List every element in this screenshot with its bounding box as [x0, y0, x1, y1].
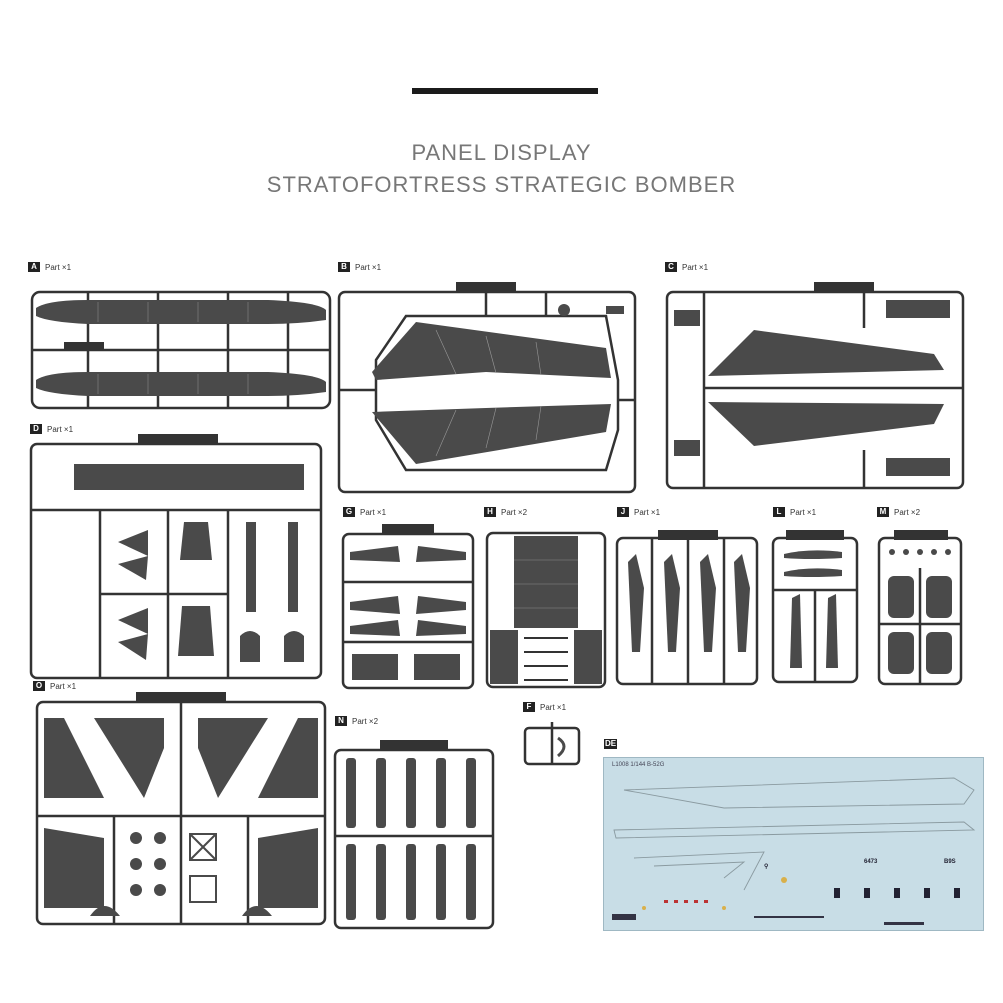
- panel-letter: B: [338, 262, 350, 272]
- panel-letter: C: [665, 262, 677, 272]
- sprue-h: [485, 531, 607, 689]
- svg-text:⚲: ⚲: [764, 863, 768, 870]
- panel-part-count: Part ×1: [45, 262, 72, 272]
- panel-part-count: Part ×1: [50, 681, 77, 691]
- panel-part-count: Part ×1: [682, 262, 709, 272]
- sprue-n: [333, 740, 495, 930]
- panel-label-m: M Part ×2: [877, 507, 920, 517]
- bomber-subtitle: STRATOFORTRESS STRATEGIC BOMBER: [266, 172, 737, 197]
- panel-letter: M: [877, 507, 889, 517]
- svg-text:B9S: B9S: [944, 859, 956, 865]
- panel-label-a: A Part ×1: [28, 262, 71, 272]
- panel-label-b: B Part ×1: [338, 262, 381, 272]
- panel-part: [514, 536, 578, 628]
- panel-part-count: Part ×1: [355, 262, 382, 272]
- panel-letter: DE: [604, 739, 618, 749]
- stabilizer-part-upper: [708, 330, 944, 376]
- panel-label-de: DE: [604, 739, 618, 749]
- fuselage-part-lower: [36, 372, 326, 396]
- panel-label-f: F Part ×1: [523, 702, 566, 712]
- sprue-j: [615, 530, 759, 686]
- sprue-c: [665, 282, 965, 490]
- sprue-g: [341, 524, 475, 690]
- sprue-b: [337, 282, 637, 494]
- panel-letter: G: [343, 507, 355, 517]
- stabilizer-part-lower: [708, 402, 944, 446]
- bomb-bay-part: [74, 464, 304, 490]
- sprue-f: [523, 722, 581, 766]
- panel-letter: L: [773, 507, 785, 517]
- panel-part-count: Part ×2: [352, 716, 379, 726]
- panel-label-n: N Part ×2: [335, 716, 378, 726]
- title-divider-bar: [412, 88, 598, 94]
- panel-label-h: H Part ×2: [484, 507, 527, 517]
- decal-sheet: L1008 1/144 B-52G ⚲ 6473 B9S: [603, 757, 984, 931]
- panel-part-count: Part ×1: [360, 507, 387, 517]
- panel-display-heading: PANEL DISPLAY: [411, 140, 592, 165]
- sprue-d: [29, 434, 323, 680]
- panel-letter: N: [335, 716, 347, 726]
- sprue-l: [771, 530, 859, 684]
- panel-part-count: Part ×1: [47, 424, 74, 434]
- panel-letter: D: [30, 424, 42, 434]
- panel-part-count: Part ×2: [501, 507, 528, 517]
- decal-header: L1008 1/144 B-52G: [612, 762, 665, 768]
- panel-letter: J: [617, 507, 629, 517]
- svg-text:6473: 6473: [864, 859, 878, 865]
- decal-artwork: ⚲ 6473 B9S: [612, 777, 976, 925]
- fuselage-part-upper: [36, 300, 326, 324]
- panel-label-l: L Part ×1: [773, 507, 816, 517]
- panel-label-j: J Part ×1: [617, 507, 660, 517]
- panel-letter: H: [484, 507, 496, 517]
- wing-part-upper: [372, 322, 611, 380]
- panel-label-g: G Part ×1: [343, 507, 386, 517]
- panel-part-count: Part ×1: [540, 702, 567, 712]
- panel-part-count: Part ×1: [790, 507, 817, 517]
- sprue-a: [30, 290, 332, 410]
- panel-letter: F: [523, 702, 535, 712]
- panel-label-d: D Part ×1: [30, 424, 73, 434]
- panel-label-c: C Part ×1: [665, 262, 708, 272]
- panel-label-o: O Part ×1: [33, 681, 76, 691]
- sprue-m: [877, 530, 963, 686]
- panel-letter: A: [28, 262, 40, 272]
- panel-letter: O: [33, 681, 45, 691]
- panel-part-count: Part ×1: [634, 507, 661, 517]
- wing-part-lower: [372, 404, 611, 464]
- sprue-o: [35, 692, 327, 926]
- panel-part-count: Part ×2: [894, 507, 921, 517]
